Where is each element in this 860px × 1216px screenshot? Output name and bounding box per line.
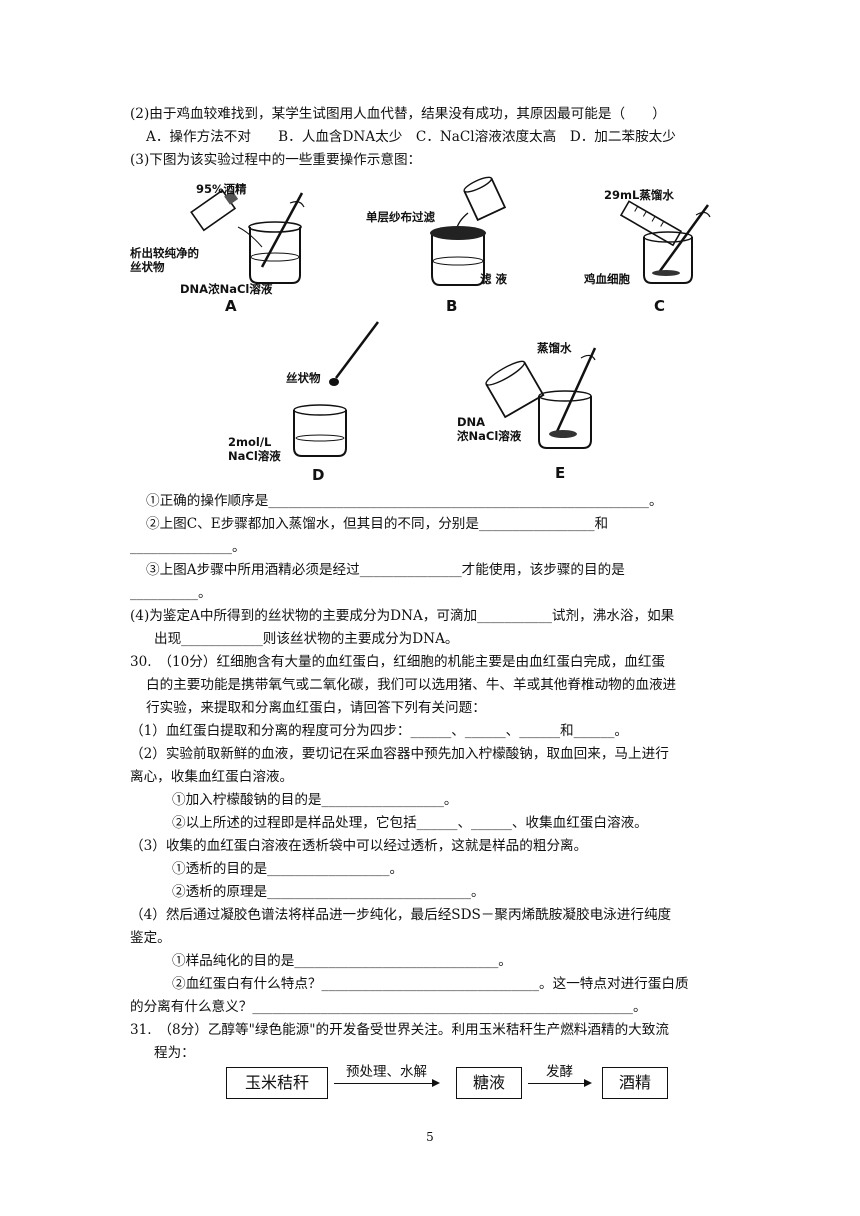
figure-b-label-filter: 单层纱布过滤 [366, 210, 435, 224]
figure-e: 蒸馏水 DNA 浓NaCl溶液 E [455, 336, 625, 486]
figure-b-label-filtrate: 滤 液 [480, 272, 508, 286]
flow-arrow-2 [528, 1079, 592, 1087]
q29-part3: (3)下图为该实验过程中的一些重要操作示意图： [130, 152, 422, 168]
q30-line6: 离心，收集血红蛋白溶液。 [130, 769, 294, 785]
figure-a-drawing [190, 189, 305, 284]
figure-d-label-precipitate: 丝状物 [286, 371, 321, 385]
q30-line4: （1）血红蛋白提取和分离的程度可分为四步：______、______、_____… [130, 723, 629, 739]
q29-subq2-line1: ②上图C、E步骤都加入蒸馏水，但其目的不同，分别是_______________… [146, 516, 609, 532]
flow-box-alcohol: 酒精 [602, 1067, 668, 1099]
figure-a: 95%酒精 析出较纯净的 丝状物 DNA浓NaCl溶液 A [130, 175, 310, 315]
q29-subq3-line1: ③上图A步骤中所用酒精必须是经过_______________才能使用，该步骤的… [146, 562, 625, 578]
q29-part2: (2)由于鸡血较难找到，某学生试图用人血代替，结果没有成功，其原因最可能是（ ） [130, 106, 666, 122]
q30-line11: ②透析的原理是______________________________。 [172, 884, 485, 900]
q30-line8: ②以上所述的过程即是样品处理，它包括______、______、收集血红蛋白溶液… [172, 815, 648, 831]
q29-part2-options: A．操作方法不对 B．人血含DNA太少 C．NaCl溶液浓度太高 D．加二苯胺太… [146, 129, 676, 145]
figure-c-drawing [619, 200, 711, 284]
figure-a-letter: A [225, 297, 237, 315]
q30-line15: ②血红蛋白有什么特点？_____________________________… [172, 976, 689, 992]
q31-line1: 31. （8分）乙醇等"绿色能源"的开发备受世界关注。利用玉米秸秆生产燃料酒精的… [130, 1022, 669, 1038]
figure-d-label-conc-1: 2mol/L [228, 435, 272, 449]
figure-d-letter: D [312, 466, 325, 484]
q30-line2: 白的主要功能是携带氧气或二氧化碳，我们可以选用猪、牛、羊或其他脊椎动物的血液进 [146, 677, 677, 693]
figure-a-label-ethanol: 95%酒精 [196, 182, 247, 196]
figure-e-label-dna: DNA [457, 415, 486, 429]
q29-part4-line1: (4)为鉴定A中所得到的丝状物的主要成分为DNA，可滴加___________试… [130, 608, 675, 624]
q30-line10: ①透析的目的是__________________。 [172, 861, 404, 877]
q30-line9: （3）收集的血红蛋白溶液在透析袋中可以经过透析，这就是样品的粗分离。 [130, 838, 588, 854]
page-number: 5 [426, 1130, 434, 1144]
figure-a-label-precipitate-1: 析出较纯净的 [130, 246, 199, 260]
q30-line13: 鉴定。 [130, 930, 171, 946]
q30-line5: （2）实验前取新鲜的血液，要切记在采血容器中预先加入柠檬酸钠，取血回来，马上进行 [130, 746, 669, 762]
q29-subq3-line2: __________。 [130, 585, 212, 601]
figure-b: 单层纱布过滤 滤 液 B [360, 175, 540, 315]
figure-b-drawing [430, 176, 507, 286]
figure-c: 29mL蒸馏水 鸡血细胞 C [580, 175, 750, 315]
figure-b-letter: B [446, 297, 458, 315]
q30-line16: 的分离有什么意义？_______________________________… [130, 999, 647, 1015]
flow-label-ferment: 发酵 [546, 1064, 573, 1080]
figure-e-drawing [485, 347, 597, 449]
figure-e-letter: E [555, 464, 566, 482]
flow-arrow-1 [334, 1079, 440, 1087]
q30-line12: （4）然后通过凝胶色谱法将样品进一步纯化，最后经SDS－聚丙烯酰胺凝胶电泳进行纯… [130, 907, 672, 923]
q29-subq1: ①正确的操作顺序是_______________________________… [146, 493, 663, 509]
figure-e-label-nacl: 浓NaCl溶液 [457, 429, 522, 443]
q30-line7: ①加入柠檬酸钠的目的是__________________。 [172, 792, 458, 808]
figure-e-label-water: 蒸馏水 [537, 341, 572, 355]
figure-c-label-cells: 鸡血细胞 [584, 272, 630, 286]
q30-line1: 30. （10分）红细胞含有大量的血红蛋白，红细胞的机能主要是由血红蛋白完成，血… [130, 654, 666, 670]
q29-part4-line2: 出现____________则该丝状物的主要成分为DNA。 [154, 631, 459, 647]
figure-c-letter: C [654, 297, 666, 315]
figure-d-label-conc-2: NaCl溶液 [228, 449, 281, 463]
figure-d: 丝状物 2mol/L NaCl溶液 D [228, 320, 388, 485]
q30-line14: ①样品纯化的目的是______________________________。 [172, 953, 512, 969]
figure-a-label-precipitate-2: 丝状物 [130, 260, 165, 274]
flow-box-corn-stalk: 玉米秸秆 [226, 1067, 328, 1099]
flow-label-pretreat: 预处理、水解 [346, 1064, 427, 1080]
figure-a-label-solution: DNA浓NaCl溶液 [180, 282, 273, 296]
figure-c-label-water: 29mL蒸馏水 [604, 188, 674, 202]
q30-line3: 行实验，来提取和分离血红蛋白，请回答下列有关问题： [146, 700, 486, 716]
q29-subq2-line2: _______________。 [130, 539, 246, 555]
q31-line2: 程为： [154, 1045, 195, 1061]
figure-d-drawing [293, 321, 379, 457]
flow-box-sugar: 糖液 [456, 1067, 522, 1099]
